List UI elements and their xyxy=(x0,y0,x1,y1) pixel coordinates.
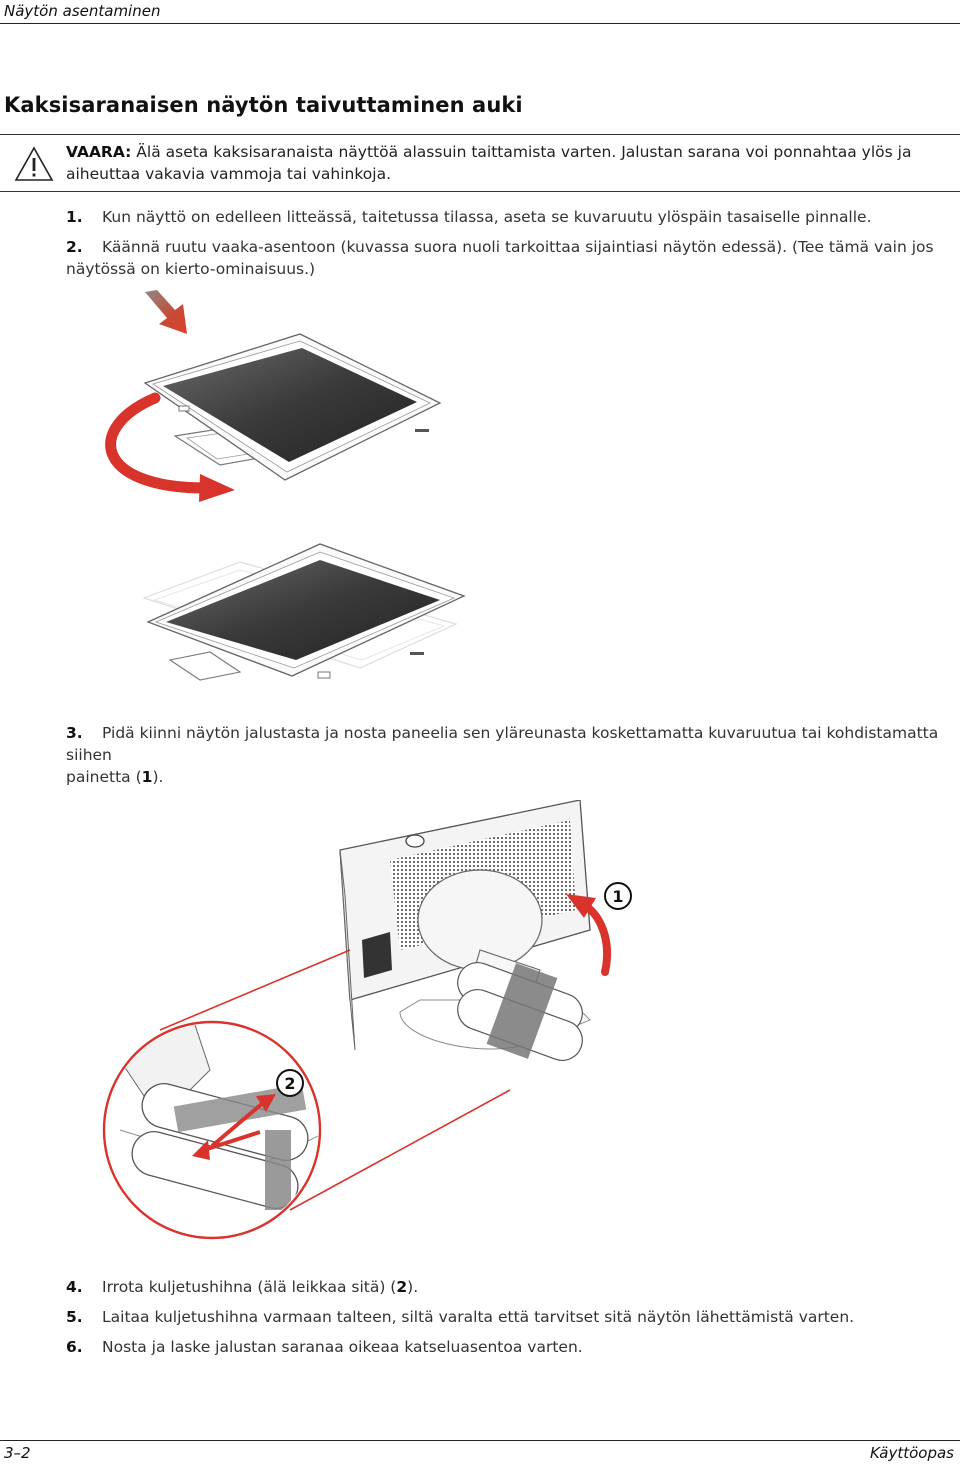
callout-ref: 2 xyxy=(396,1278,408,1296)
callout-ref: 1 xyxy=(141,768,153,786)
callout-1-label: 1 xyxy=(612,887,623,906)
callout-2-marker: 2 xyxy=(276,1069,304,1097)
step-text-line1: Pidä kiinni näytön jalustasta ja nosta p… xyxy=(66,724,939,764)
running-header: Näytön asentaminen xyxy=(4,2,161,20)
step-text-line2-pre: painetta ( xyxy=(66,768,142,786)
rotated-screen-figure xyxy=(142,543,466,681)
step-text-line2-post: ). xyxy=(152,768,164,786)
step-text-line1: Käännä ruutu vaaka-asentoon (kuvassa suo… xyxy=(102,238,934,256)
step-1: 1. Kun näyttö on edelleen litteässä, tait… xyxy=(66,206,956,228)
warning-body: Älä aseta kaksisaranaista näyttöä alassu… xyxy=(66,143,912,183)
header-rule xyxy=(0,23,960,24)
callout-1-marker: 1 xyxy=(604,882,632,910)
warning-rule-bottom xyxy=(0,191,960,192)
step-number: 2. xyxy=(66,238,83,256)
page-number: 3–2 xyxy=(4,1444,31,1462)
step-text-pre: Irrota kuljetushihna (älä leikkaa sitä) … xyxy=(102,1278,397,1296)
step-2: 2. Käännä ruutu vaaka-asentoon (kuvassa s… xyxy=(66,236,956,280)
step-number: 1. xyxy=(66,208,83,226)
step-3: 3.Pidä kiinni näytön jalustasta ja nosta… xyxy=(66,722,956,788)
step-text: Kun näyttö on edelleen litteässä, taitet… xyxy=(102,208,872,226)
step-text-post: ). xyxy=(407,1278,419,1296)
step-6: 6. Nosta ja laske jalustan saranaa oikeaa… xyxy=(66,1336,956,1358)
step-5: 5. Laitaa kuljetushihna varmaan talteen, … xyxy=(66,1306,956,1328)
step-4: 4. Irrota kuljetushihna (älä leikkaa sitä… xyxy=(66,1276,956,1298)
step-number: 4. xyxy=(66,1278,83,1296)
warning-text: VAARA: Älä aseta kaksisaranaista näyttöä… xyxy=(66,141,946,185)
footer-rule xyxy=(0,1440,960,1441)
step-text-line2: näytössä on kierto-ominaisuus.) xyxy=(66,260,316,278)
step-number: 3. xyxy=(66,724,83,742)
footer-doc-title: Käyttöopas xyxy=(869,1444,954,1462)
step-number: 6. xyxy=(66,1338,83,1356)
warning-label: VAARA: xyxy=(66,143,132,161)
callout-2-label: 2 xyxy=(284,1074,295,1093)
step-text: Nosta ja laske jalustan saranaa oikeaa k… xyxy=(102,1338,583,1356)
step-text: Laitaa kuljetushihna varmaan talteen, si… xyxy=(102,1308,855,1326)
section-title: Kaksisaranaisen näytön taivuttaminen auk… xyxy=(4,93,523,117)
warning-triangle-icon xyxy=(14,146,54,181)
step-number: 5. xyxy=(66,1308,83,1326)
warning-rule-top xyxy=(0,134,960,135)
rotate-screen-figure xyxy=(105,290,442,502)
hinge-strap-figure xyxy=(102,800,611,1240)
